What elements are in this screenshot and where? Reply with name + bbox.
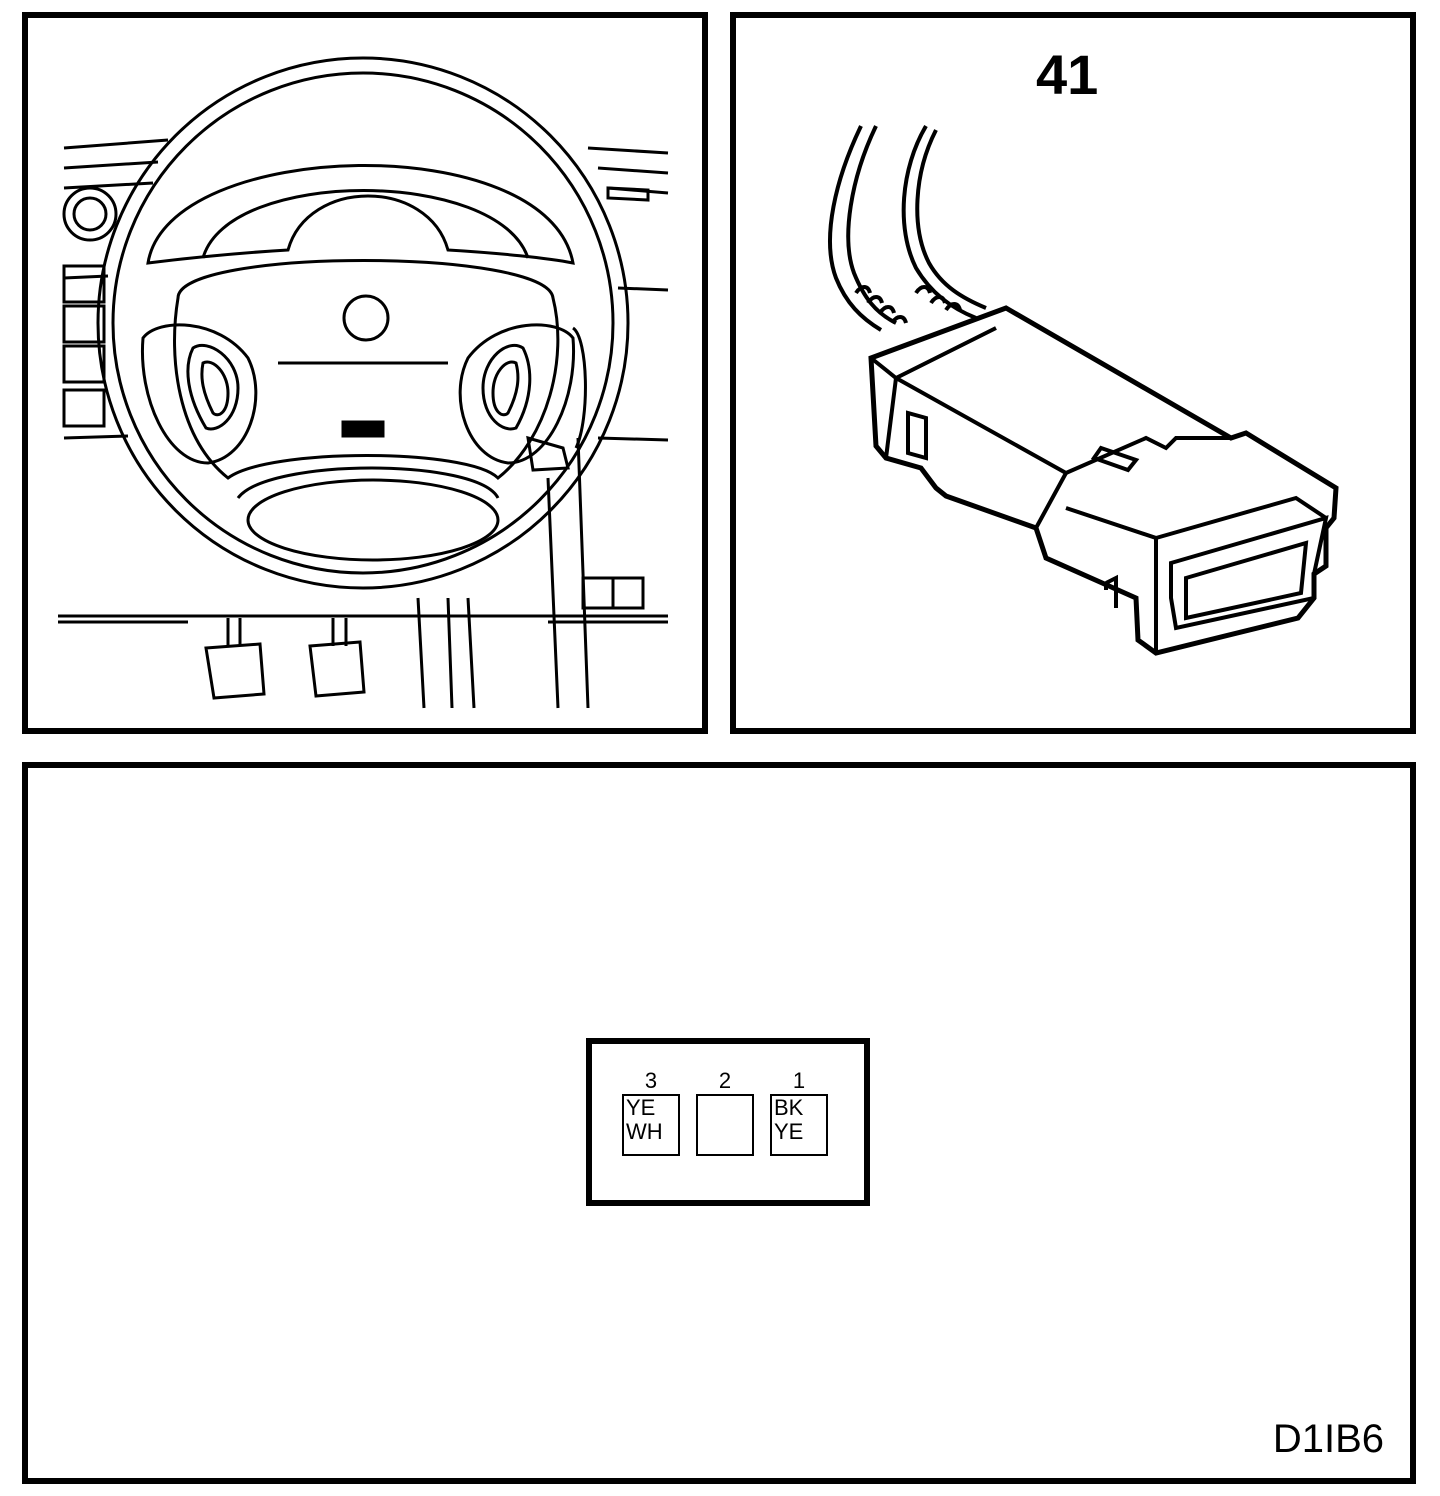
connector-number: 41 (1036, 43, 1099, 106)
pin-1-wire-color-top: BK (774, 1095, 804, 1120)
pin-number-2: 2 (718, 1068, 732, 1093)
connector-drawing (828, 124, 1339, 656)
steering-wheel-drawing (58, 56, 669, 709)
pin-3-cavity: YE WH (622, 1094, 680, 1156)
pin-1-wire-color-bottom: YE (774, 1119, 804, 1144)
pin-1-cavity: BK YE (770, 1094, 828, 1156)
pin-2-cavity (696, 1094, 754, 1156)
connector-view-panel: 41 (730, 12, 1416, 734)
pin-3-wire-color-top: YE (626, 1095, 656, 1120)
pinout-panel: 3 YE WH 2 1 BK YE D1IB6 (22, 762, 1416, 1484)
pin-number-1: 1 (792, 1068, 806, 1093)
steering-wheel-location-panel (22, 12, 708, 734)
pin-number-3: 3 (644, 1068, 658, 1093)
pin-3-wire-color-bottom: WH (626, 1119, 663, 1144)
drawing-code: D1IB6 (1272, 1417, 1384, 1461)
connector-face: 3 YE WH 2 1 BK YE (586, 1038, 870, 1206)
